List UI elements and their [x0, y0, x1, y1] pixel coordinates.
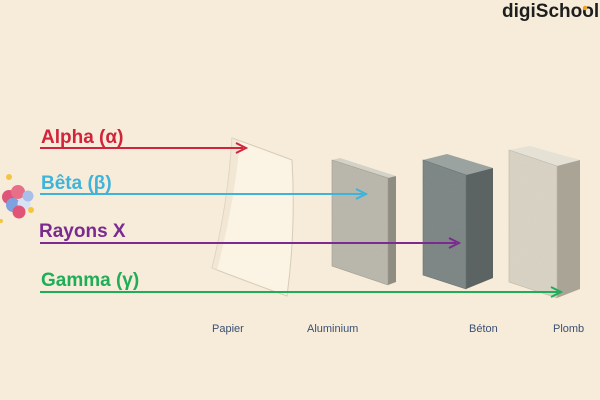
- ray-xray-label: Rayons X: [39, 221, 126, 242]
- ray-beta: Bêta (β): [40, 173, 369, 200]
- ray-alpha: Alpha (α): [40, 127, 249, 154]
- ray-beta-arrowhead: [355, 188, 369, 200]
- material-label-beton: Béton: [469, 323, 498, 335]
- atom-nucleus-icon: [0, 174, 34, 223]
- aluminium-block: [331, 158, 396, 286]
- material-label-plomb: Plomb: [553, 323, 584, 335]
- ray-alpha-arrowhead: [235, 142, 249, 154]
- ray-beta-label: Bêta (β): [41, 173, 112, 194]
- ray-gamma: Gamma (γ): [40, 270, 564, 298]
- paper-sheet: [211, 137, 294, 297]
- ray-xray-arrowhead: [448, 237, 462, 249]
- material-label-aluminium: Aluminium: [307, 323, 358, 335]
- material-label-papier: Papier: [212, 323, 244, 335]
- ray-gamma-arrowhead: [550, 286, 564, 298]
- ray-gamma-label: Gamma (γ): [41, 270, 139, 291]
- brand-text: digiSchool: [502, 1, 599, 22]
- ray-xray: Rayons X: [39, 221, 462, 249]
- ray-alpha-label: Alpha (α): [41, 127, 123, 148]
- plomb-block: [508, 146, 580, 299]
- beton-block: [422, 154, 493, 290]
- brand-logo: digiSchool: [502, 1, 599, 22]
- brand-dot: [582, 5, 588, 11]
